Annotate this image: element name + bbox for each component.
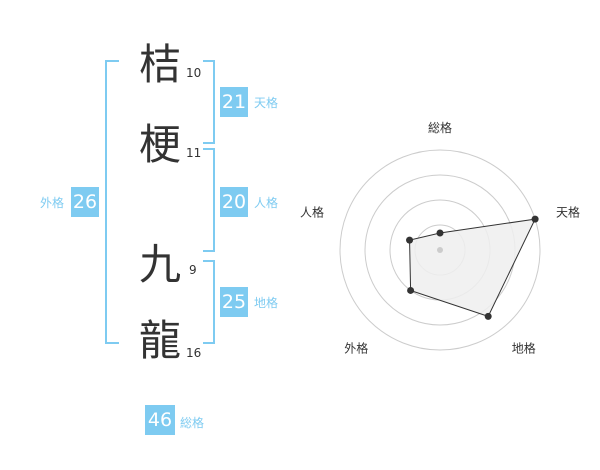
jinkaku-bracket bbox=[203, 148, 215, 252]
chikaku-score: 25 bbox=[220, 287, 248, 317]
radar-series-area bbox=[409, 218, 536, 317]
radar-point-3 bbox=[484, 312, 492, 320]
radar-point-4 bbox=[407, 286, 415, 294]
radar-axis-label-4: 外格 bbox=[344, 341, 368, 356]
name-char-4: 龍 bbox=[138, 316, 181, 365]
soukaku-score: 46 bbox=[145, 405, 175, 435]
gaikaku-score: 26 bbox=[71, 187, 99, 217]
chikaku-bracket bbox=[203, 260, 215, 344]
jinkaku-score: 20 bbox=[220, 187, 248, 217]
gaikaku-label: 外格 bbox=[40, 196, 65, 210]
stroke-count-4: 16 bbox=[186, 346, 202, 360]
radar-point-2 bbox=[531, 215, 539, 223]
gaikaku-bracket bbox=[105, 60, 119, 344]
tenkaku-bracket bbox=[203, 60, 215, 144]
radar-axis-label-2: 天格 bbox=[556, 204, 580, 219]
radar-axis-label-1: 総格 bbox=[428, 120, 452, 135]
radar-point-5 bbox=[406, 236, 414, 244]
radar-axis-label-5: 人格 bbox=[300, 204, 324, 219]
name-char-1: 桔 bbox=[138, 40, 181, 89]
radar-center bbox=[437, 247, 443, 253]
name-char-3: 九 bbox=[138, 240, 181, 289]
jinkaku-label: 人格 bbox=[254, 196, 279, 210]
tenkaku-score: 21 bbox=[220, 87, 248, 117]
chikaku-label: 地格 bbox=[254, 296, 279, 310]
stroke-count-2: 11 bbox=[186, 146, 202, 160]
radar-axis-label-3: 地格 bbox=[512, 341, 536, 356]
soukaku-label: 総格 bbox=[180, 416, 205, 430]
stroke-count-3: 9 bbox=[189, 263, 197, 277]
stroke-count-1: 10 bbox=[186, 66, 202, 80]
radar-point-1 bbox=[436, 229, 444, 237]
radar-ring bbox=[339, 149, 541, 351]
name-char-2: 梗 bbox=[138, 120, 181, 169]
tenkaku-label: 天格 bbox=[254, 96, 279, 110]
